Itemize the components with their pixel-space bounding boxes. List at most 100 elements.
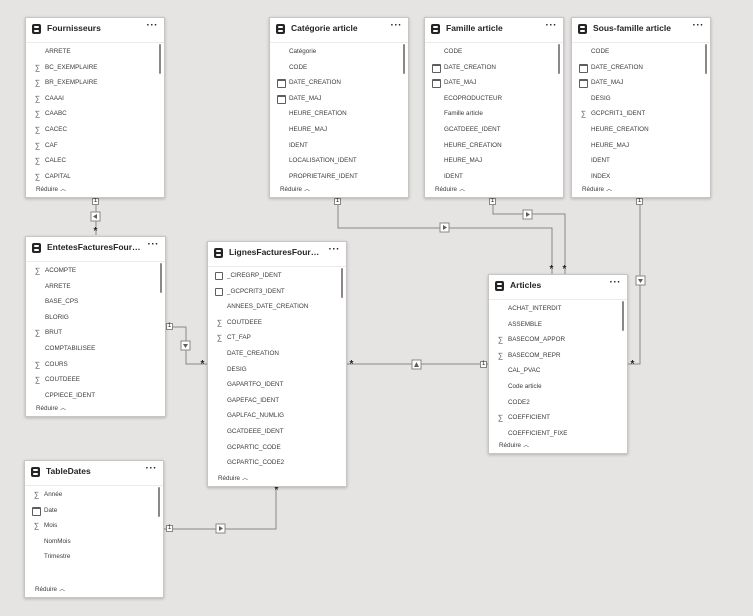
collapse-button[interactable]: Réduire︿ — [280, 184, 310, 193]
field-row[interactable]: COMPTABILISEE — [26, 341, 155, 357]
collapse-button[interactable]: Réduire︿ — [35, 584, 65, 593]
field-row[interactable]: ∑Année — [25, 487, 153, 503]
field-row[interactable]: Famille article — [425, 106, 553, 122]
field-row[interactable]: GAPEFAC_IDENT — [208, 393, 336, 409]
field-row[interactable]: HEURE_MAJ — [270, 122, 398, 138]
table-header[interactable]: Sous-famille article··· — [572, 18, 710, 43]
field-row[interactable]: INDEX — [572, 169, 700, 185]
field-row[interactable]: _GCPCRIT3_IDENT — [208, 284, 336, 300]
table-header[interactable]: Fournisseurs··· — [26, 18, 164, 43]
field-row[interactable]: ARRETE — [26, 44, 154, 60]
field-row[interactable]: GAPARTFO_IDENT — [208, 377, 336, 393]
field-row[interactable]: CPPIECE_IDENT — [26, 388, 155, 404]
rel-categorie-articles[interactable] — [337, 198, 553, 274]
more-options-icon[interactable]: ··· — [609, 277, 621, 288]
field-row[interactable]: _CIREGRP_IDENT — [208, 268, 336, 284]
field-row[interactable]: IDENT — [425, 169, 553, 185]
rel-sousfamille-articles[interactable] — [628, 198, 641, 365]
field-row[interactable]: ARRETE — [26, 279, 155, 295]
field-row[interactable]: HEURE_CREATION — [425, 138, 553, 154]
table-header[interactable]: TableDates··· — [25, 461, 163, 486]
field-row[interactable]: ASSEMBLE — [489, 317, 617, 333]
field-row[interactable]: DATE_CREATION — [572, 60, 700, 76]
field-row[interactable]: ∑ACOMPTE — [26, 263, 155, 279]
field-row[interactable]: ECOPRODUCTEUR — [425, 91, 553, 107]
field-row[interactable]: DATE_MAJ — [572, 75, 700, 91]
more-options-icon[interactable]: ··· — [147, 239, 159, 250]
table-header[interactable]: LignesFacturesFournisseurs··· — [208, 242, 346, 267]
collapse-button[interactable]: Réduire︿ — [435, 184, 465, 193]
field-row[interactable]: HEURE_MAJ — [572, 138, 700, 154]
field-row[interactable]: ∑COUTDEEE — [26, 372, 155, 388]
field-row[interactable]: ∑COUTDEEE — [208, 315, 336, 331]
field-row[interactable]: Trimestre — [25, 549, 153, 565]
field-row[interactable]: CAL_PVAC — [489, 363, 617, 379]
field-row[interactable]: IDENT — [572, 153, 700, 169]
field-row[interactable]: PROPRIETAIRE_IDENT — [270, 169, 398, 185]
scrollbar[interactable] — [159, 44, 161, 74]
collapse-button[interactable]: Réduire︿ — [582, 184, 612, 193]
scrollbar[interactable] — [622, 301, 624, 331]
field-row[interactable]: BLORIG — [26, 310, 155, 326]
field-row[interactable]: Code article — [489, 379, 617, 395]
field-row[interactable]: NomMois — [25, 534, 153, 550]
collapse-button[interactable]: Réduire︿ — [36, 403, 66, 412]
field-row[interactable]: GCATDEEE_IDENT — [208, 424, 336, 440]
field-row[interactable]: ∑CAAAI — [26, 91, 154, 107]
field-row[interactable]: ∑CALEC — [26, 153, 154, 169]
scrollbar[interactable] — [341, 268, 343, 298]
rel-tabledates-lignes[interactable] — [164, 487, 277, 530]
more-options-icon[interactable]: ··· — [146, 20, 158, 31]
table-header[interactable]: Articles··· — [489, 275, 627, 300]
collapse-button[interactable]: Réduire︿ — [36, 184, 66, 193]
field-row[interactable]: GCPARTIC_CODE — [208, 440, 336, 456]
table-card-entetes-factures[interactable]: EntetesFacturesFournisseurs···∑ACOMPTEAR… — [25, 236, 166, 417]
table-header[interactable]: EntetesFacturesFournisseurs··· — [26, 237, 165, 262]
more-options-icon[interactable]: ··· — [545, 20, 557, 31]
field-row[interactable]: DATE_CREATION — [208, 346, 336, 362]
field-row[interactable]: HEURE_CREATION — [572, 122, 700, 138]
field-row[interactable]: Date — [25, 503, 153, 519]
field-row[interactable]: ∑BR_EXEMPLAIRE — [26, 75, 154, 91]
field-row[interactable]: DATE_MAJ — [425, 75, 553, 91]
field-row[interactable]: ∑CT_FAP — [208, 330, 336, 346]
field-row[interactable]: IDENT — [270, 138, 398, 154]
field-row[interactable]: CODE2 — [489, 395, 617, 411]
field-row[interactable]: ∑BASECOM_REPR — [489, 348, 617, 364]
table-header[interactable]: Catégorie article··· — [270, 18, 408, 43]
field-row[interactable]: ∑COURS — [26, 357, 155, 373]
collapse-button[interactable]: Réduire︿ — [218, 473, 248, 482]
field-row[interactable]: ∑CAF — [26, 138, 154, 154]
field-row[interactable]: BASE_CPS — [26, 294, 155, 310]
field-row[interactable]: ∑BC_EXEMPLAIRE — [26, 60, 154, 76]
scrollbar[interactable] — [403, 44, 405, 74]
field-row[interactable]: ∑CAABC — [26, 106, 154, 122]
field-row[interactable]: ACHAT_INTERDIT — [489, 301, 617, 317]
field-row[interactable]: ∑COEFFICIENT — [489, 410, 617, 426]
field-row[interactable]: ANNEES_DATE_CREATION — [208, 299, 336, 315]
field-row[interactable]: HEURE_MAJ — [425, 153, 553, 169]
field-row[interactable]: GCPARTIC_CODE2 — [208, 455, 336, 471]
field-row[interactable]: LOCALISATION_IDENT — [270, 153, 398, 169]
field-row[interactable]: ∑GCPCRIT1_IDENT — [572, 106, 700, 122]
field-row[interactable]: DATE_CREATION — [270, 75, 398, 91]
field-row[interactable]: CODE — [425, 44, 553, 60]
table-header[interactable]: Famille article··· — [425, 18, 563, 43]
field-row[interactable]: HEURE_CREATION — [270, 106, 398, 122]
table-card-fournisseurs[interactable]: Fournisseurs···ARRETE∑BC_EXEMPLAIRE∑BR_E… — [25, 17, 165, 198]
field-row[interactable]: DATE_CREATION — [425, 60, 553, 76]
table-card-lignes-factures[interactable]: LignesFacturesFournisseurs···_CIREGRP_ID… — [207, 241, 347, 487]
scrollbar[interactable] — [158, 487, 160, 517]
field-row[interactable]: CODE — [270, 60, 398, 76]
field-row[interactable]: GAPLFAC_NUMLIG — [208, 408, 336, 424]
field-row[interactable]: DESIG — [208, 362, 336, 378]
field-row[interactable]: GCATDEEE_IDENT — [425, 122, 553, 138]
field-row[interactable]: Catégorie — [270, 44, 398, 60]
collapse-button[interactable]: Réduire︿ — [499, 440, 529, 449]
more-options-icon[interactable]: ··· — [328, 244, 340, 255]
